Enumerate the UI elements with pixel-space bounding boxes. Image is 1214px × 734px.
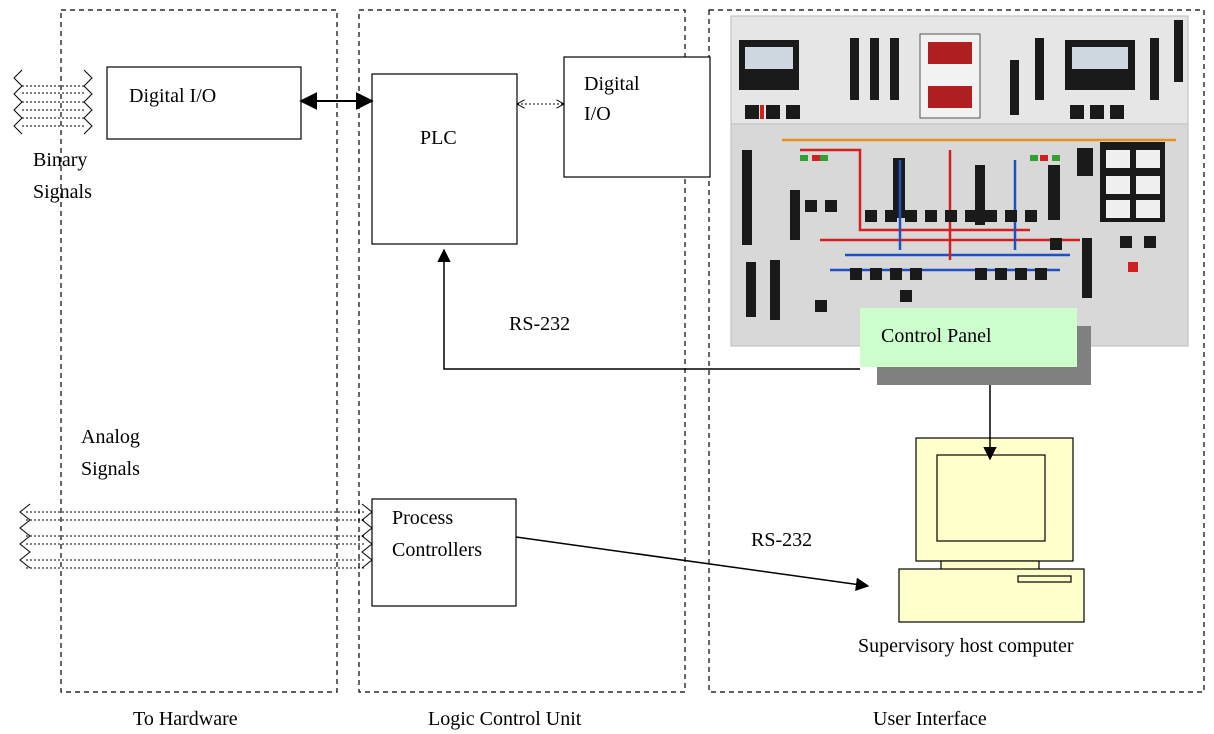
binary-signal-lines [13,69,93,135]
rs232-plc-label: RS-232 [509,313,570,335]
plc-box [371,73,518,245]
computer-icon [898,437,1085,623]
rs232-controllers-host-link [515,536,870,592]
binary-signals-label-1: Binary [33,149,87,171]
plc-label: PLC [420,127,457,149]
region-logic-control-unit [358,9,686,693]
region-hardware-label: To Hardware [133,708,238,730]
digital-io-left-label: Digital I/O [129,85,216,107]
digital-io-right-box [563,56,711,178]
rs232-panel-plc-link [437,248,860,370]
analog-signal-lines [19,503,373,569]
digital-io-left-box [106,66,302,140]
process-controllers-label-1: Process [392,507,453,529]
control-panel-image [730,15,1189,347]
control-panel-label-box [860,308,1077,367]
process-controllers-box [371,498,517,607]
region-hardware [60,9,338,693]
process-controllers-label-2: Controllers [392,539,482,561]
analog-signals-label-1: Analog [81,426,140,448]
rs232-host-label: RS-232 [751,529,812,551]
supervisory-host-label: Supervisory host computer [858,635,1074,657]
digital-io-right-label-1: Digital [584,73,640,95]
region-user-interface [708,9,1205,693]
region-logic-label: Logic Control Unit [428,708,582,730]
analog-signals-label-2: Signals [81,458,140,480]
binary-signals-label-2: Signals [33,181,92,203]
digital-io-right-label-2: I/O [584,103,611,125]
region-user-interface-label: User Interface [873,708,987,730]
control-panel-label: Control Panel [881,325,992,347]
